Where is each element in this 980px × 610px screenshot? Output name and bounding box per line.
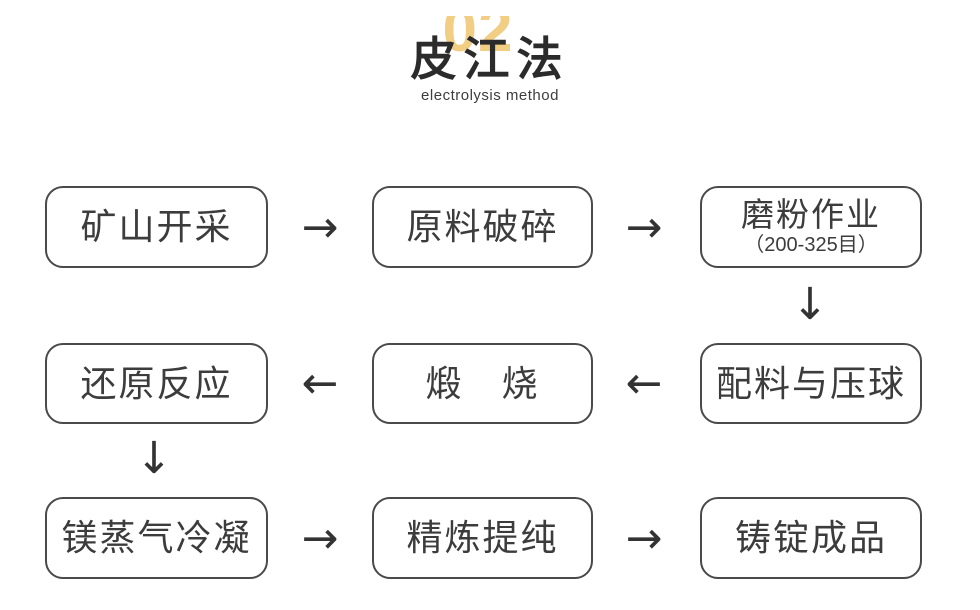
flow-node-label: 原料破碎 bbox=[406, 206, 559, 248]
flow-node-condensation: 镁蒸气冷凝 bbox=[45, 497, 268, 579]
flow-node-label: 煅 烧 bbox=[425, 362, 540, 404]
arrow-down-icon: ↓ bbox=[791, 279, 829, 330]
flow-node-label: 镁蒸气冷凝 bbox=[61, 517, 252, 559]
flow-node-label: 铸锭成品 bbox=[734, 517, 887, 559]
arrow-right-icon: → bbox=[625, 202, 663, 253]
flow-node-grinding: 磨粉作业 （200-325目） bbox=[700, 186, 922, 268]
flow-node-mining: 矿山开采 bbox=[45, 186, 268, 268]
arrow-left-icon: ← bbox=[301, 358, 339, 409]
flow-node-label: 矿山开采 bbox=[80, 206, 233, 248]
flow-node-label: 磨粉作业 bbox=[741, 195, 881, 233]
flow-node-reduction: 还原反应 bbox=[45, 343, 268, 424]
flow-node-label: 精炼提纯 bbox=[406, 517, 559, 559]
flow-node-sublabel: （200-325目） bbox=[744, 234, 878, 257]
flow-node-label: 还原反应 bbox=[80, 362, 233, 404]
flow-node-refining: 精炼提纯 bbox=[372, 497, 593, 579]
flow-node-batching: 配料与压球 bbox=[700, 343, 922, 424]
arrow-down-icon: ↓ bbox=[135, 433, 173, 484]
section-number: 02 bbox=[442, 0, 514, 65]
flow-node-calcination: 煅 烧 bbox=[372, 343, 593, 424]
flow-node-casting: 铸锭成品 bbox=[700, 497, 922, 579]
page-subtitle: electrolysis method bbox=[421, 87, 559, 104]
page-title: 皮江法 bbox=[410, 33, 570, 85]
arrow-right-icon: → bbox=[301, 202, 339, 253]
arrow-left-icon: ← bbox=[625, 358, 663, 409]
arrow-right-icon: → bbox=[625, 513, 663, 564]
flow-node-crushing: 原料破碎 bbox=[372, 186, 593, 268]
flow-node-label: 配料与压球 bbox=[715, 362, 906, 404]
arrow-right-icon: → bbox=[301, 513, 339, 564]
